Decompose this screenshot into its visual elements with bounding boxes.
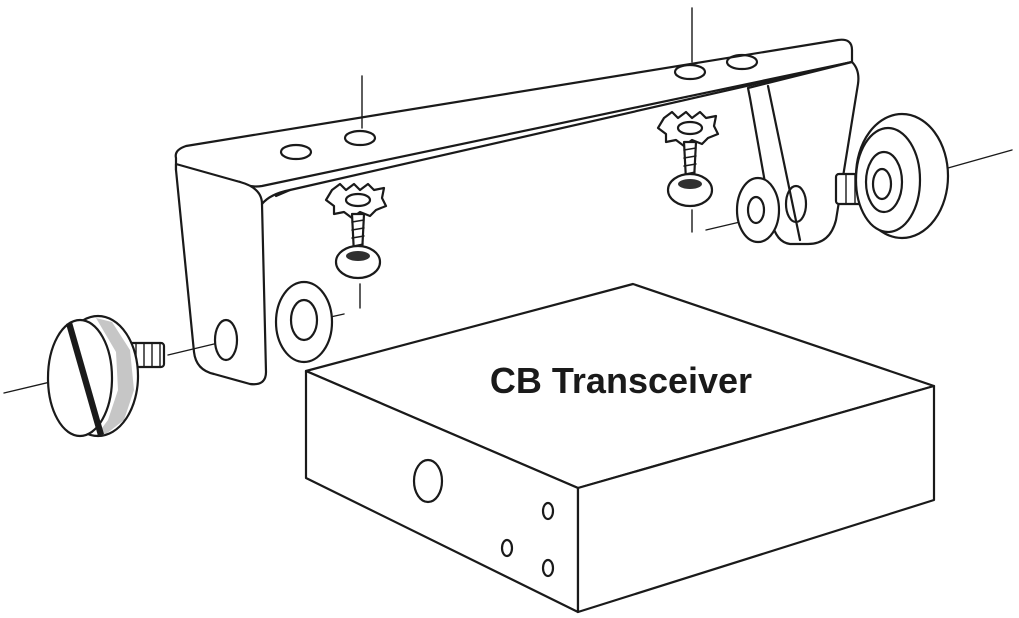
left-washer xyxy=(274,280,334,364)
bracket-hole xyxy=(725,53,759,71)
alignment-lines xyxy=(3,7,1013,394)
right-washer xyxy=(735,176,781,244)
bracket-hole xyxy=(673,63,707,81)
right-tapping-screw xyxy=(656,110,720,208)
mount-hole xyxy=(541,558,555,578)
bracket-hole xyxy=(279,143,313,161)
mount-hole xyxy=(500,538,514,558)
bracket-hole xyxy=(343,129,377,147)
front-jack xyxy=(412,458,444,504)
left-thumb-screw xyxy=(46,314,166,438)
box-label: CB Transceiver xyxy=(490,360,752,401)
bracket-side-hole xyxy=(784,184,808,224)
mount-hole xyxy=(541,501,555,521)
right-thumb-screw xyxy=(834,112,950,240)
cb-transceiver-box xyxy=(304,282,936,614)
bracket-side-hole xyxy=(213,318,239,362)
left-tapping-screw xyxy=(324,182,388,280)
